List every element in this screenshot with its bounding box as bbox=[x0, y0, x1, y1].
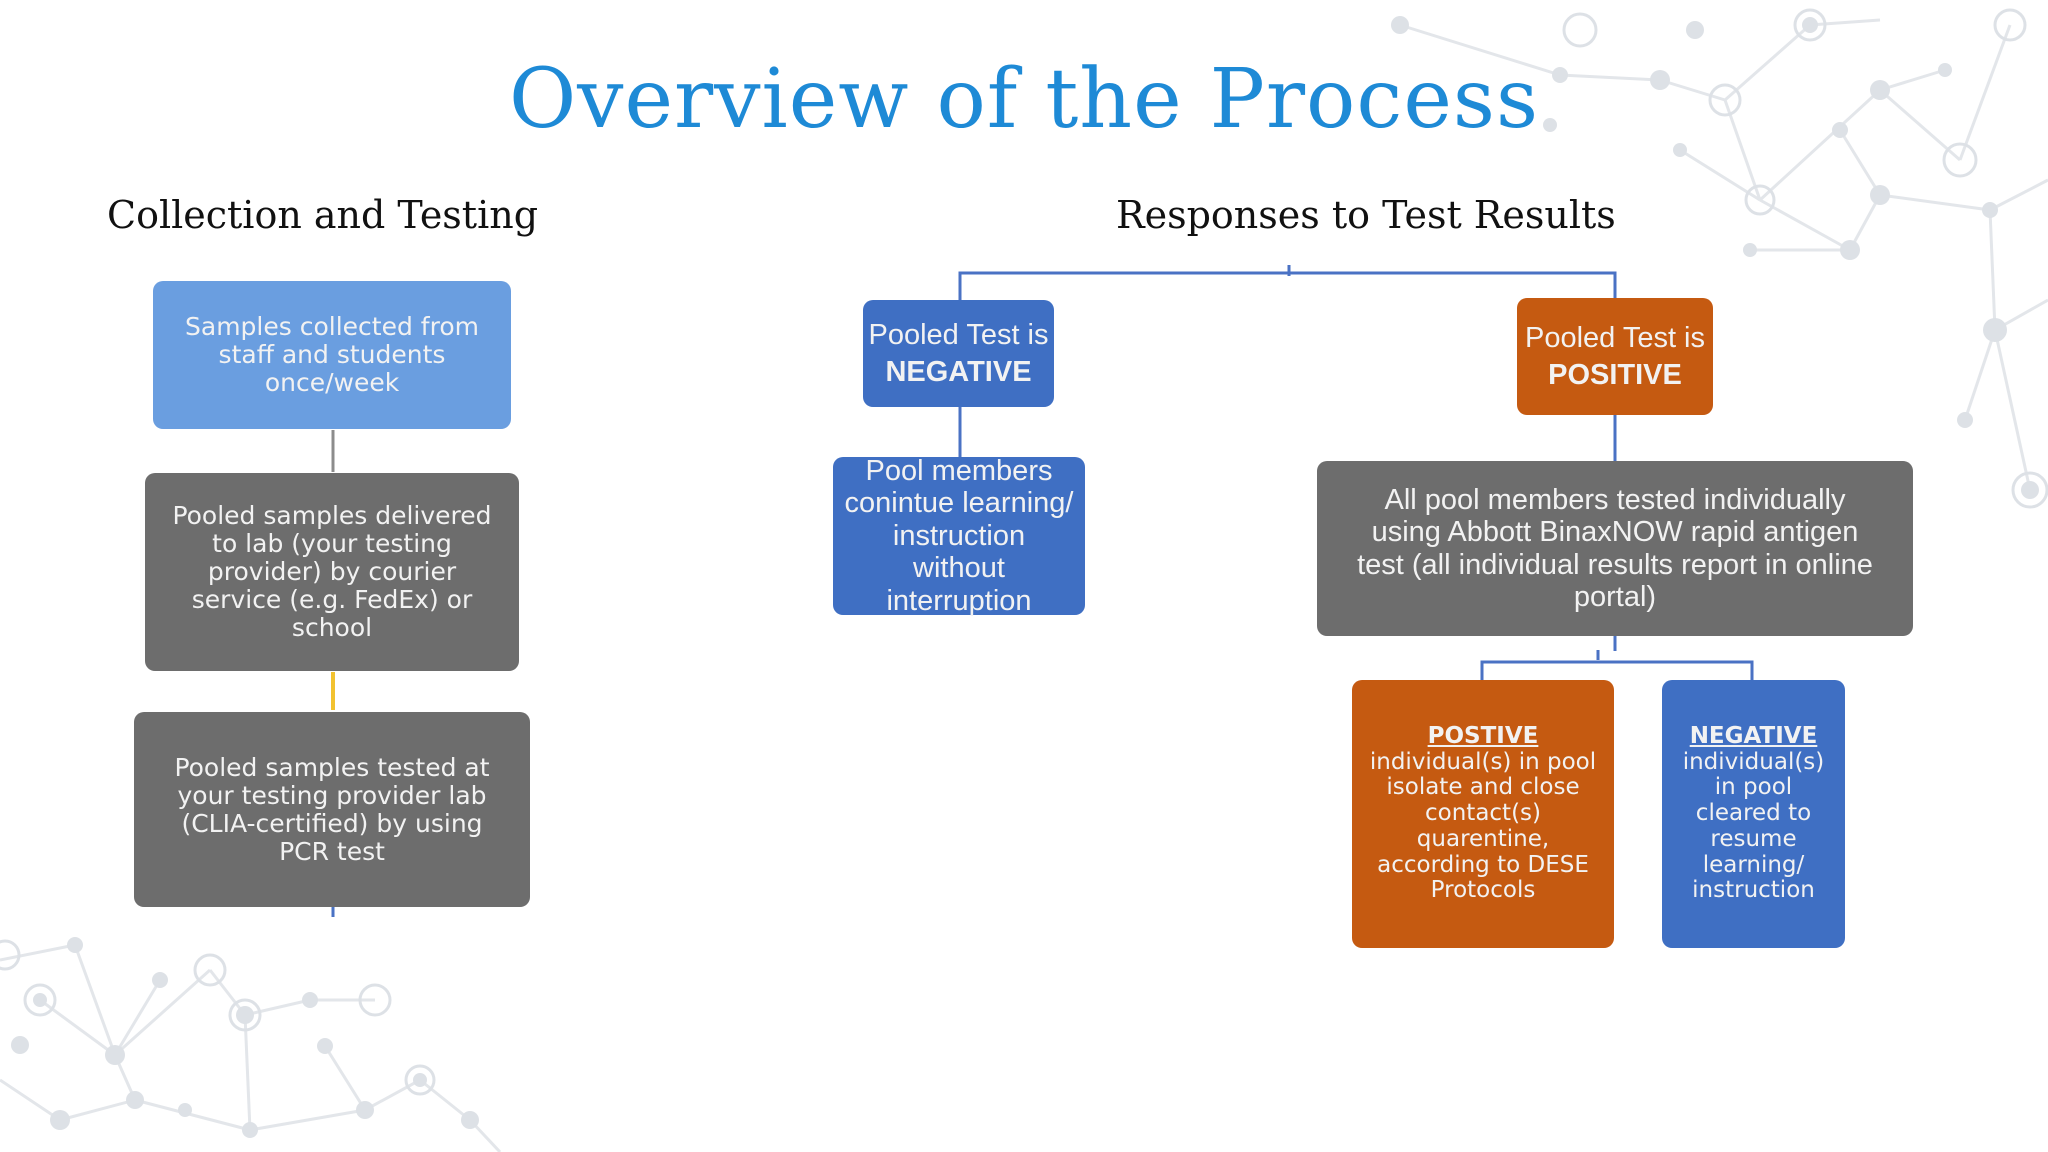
individual-result-positive: POSTIVE individual(s) in pool isolate an… bbox=[1352, 680, 1614, 948]
right-section-heading: Responses to Test Results bbox=[1116, 193, 1616, 237]
pooled-test-negative: Pooled Test is NEGATIVE bbox=[863, 300, 1054, 407]
individual-testing-step: All pool members tested individually usi… bbox=[1317, 461, 1913, 636]
individual-result-negative-heading: NEGATIVE bbox=[1689, 722, 1818, 749]
individual-result-positive-text: individual(s) in pool isolate and close … bbox=[1369, 748, 1597, 904]
pooled-test-positive-result: POSITIVE bbox=[1548, 358, 1682, 391]
individual-result-negative-text: individual(s) in pool cleared to resume … bbox=[1682, 748, 1825, 904]
slide-title: Overview of the Process bbox=[508, 52, 1540, 147]
left-section-heading: Collection and Testing bbox=[107, 193, 539, 237]
negative-outcome-text: Pool members conintue learning/ instruct… bbox=[844, 454, 1074, 617]
pooled-test-negative-label: Pooled Test is bbox=[868, 319, 1049, 352]
pooled-test-positive-label: Pooled Test is bbox=[1524, 322, 1706, 355]
step-samples-delivered: Pooled samples delivered to lab (your te… bbox=[145, 473, 519, 671]
step-samples-tested-text: Pooled samples tested at your testing pr… bbox=[174, 752, 490, 866]
individual-result-negative: NEGATIVE individual(s) in pool cleared t… bbox=[1662, 680, 1845, 948]
step-samples-collected-text: Samples collected from staff and student… bbox=[185, 312, 479, 397]
step-samples-delivered-text: Pooled samples delivered to lab (your te… bbox=[172, 501, 492, 642]
negative-outcome: Pool members conintue learning/ instruct… bbox=[833, 454, 1085, 617]
step-samples-collected: Samples collected from staff and student… bbox=[153, 281, 511, 429]
individual-testing-text: All pool members tested individually usi… bbox=[1357, 483, 1873, 613]
connector-results-bracket bbox=[1480, 660, 1754, 680]
pooled-test-negative-result: NEGATIVE bbox=[885, 355, 1032, 388]
step-samples-tested: Pooled samples tested at your testing pr… bbox=[134, 712, 530, 907]
connector-top-bracket bbox=[958, 271, 1617, 301]
individual-result-positive-heading: POSTIVE bbox=[1427, 722, 1539, 749]
pooled-test-positive: Pooled Test is POSITIVE bbox=[1517, 298, 1713, 415]
